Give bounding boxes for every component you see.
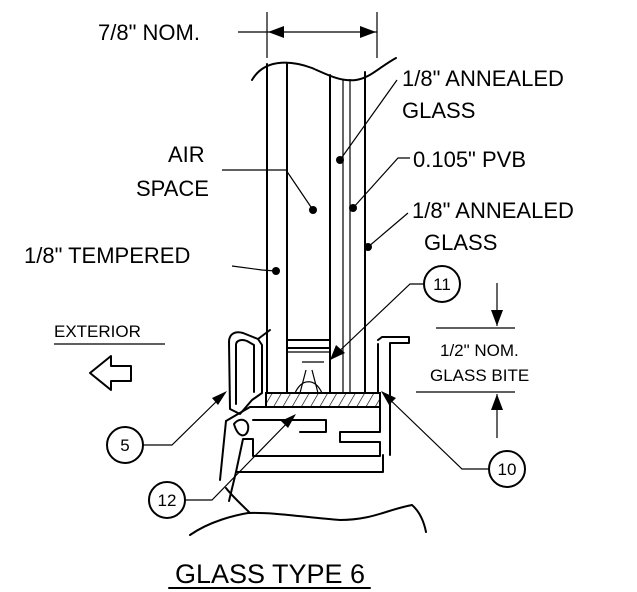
callout-10-number: 10: [498, 460, 517, 479]
glass-bite-label-line2: GLASS BITE: [430, 366, 529, 385]
exterior-indicator: EXTERIOR: [54, 322, 165, 391]
leader-annealed-inner: 1/8" ANNEALED GLASS: [364, 198, 574, 255]
dimension-glass-bite: 1/2" NOM. GLASS BITE: [416, 283, 529, 438]
annealed-outer-label-line2: GLASS: [402, 98, 475, 123]
insulated-glass-unit: [266, 63, 366, 394]
glass-bite-label-line1: 1/2" NOM.: [440, 341, 519, 360]
drawing-title: GLASS TYPE 6: [168, 559, 371, 589]
exterior-glazing-bead: [228, 329, 271, 437]
top-break-line: [251, 57, 397, 82]
leader-air-space: AIR SPACE: [136, 142, 317, 214]
exterior-label: EXTERIOR: [54, 322, 141, 341]
dimension-nominal-width: 7/8" NOM.: [98, 12, 378, 58]
exterior-arrow-icon: [89, 355, 132, 391]
title-text: GLASS TYPE 6: [175, 559, 365, 589]
annealed-outer-label-line1: 1/8" ANNEALED: [402, 66, 564, 91]
sealant-bead: [294, 361, 324, 394]
callout-11: 11: [329, 265, 461, 361]
annealed-inner-label-line1: 1/8" ANNEALED: [412, 198, 574, 223]
leader-pvb: 0.105" PVB: [349, 147, 526, 212]
spacer-assembly: [286, 339, 331, 394]
nominal-width-label: 7/8" NOM.: [98, 20, 200, 45]
callout-5: 5: [106, 391, 227, 464]
bottom-break-line: [189, 504, 427, 536]
air-label-line1: AIR: [168, 142, 205, 167]
tempered-label: 1/8" TEMPERED: [24, 243, 190, 268]
callout-10: 10: [381, 391, 526, 488]
callout-5-number: 5: [120, 436, 129, 455]
pvb-label: 0.105" PVB: [413, 147, 526, 172]
callout-12-number: 12: [158, 491, 177, 510]
annealed-inner-label-line2: GLASS: [424, 230, 497, 255]
leader-tempered: 1/8" TEMPERED: [24, 243, 280, 275]
callout-11-number: 11: [433, 275, 451, 294]
setting-block: [265, 392, 381, 408]
leader-annealed-outer: 1/8" ANNEALED GLASS: [336, 66, 564, 164]
callout-12: 12: [148, 414, 296, 519]
air-label-line2: SPACE: [136, 176, 209, 201]
